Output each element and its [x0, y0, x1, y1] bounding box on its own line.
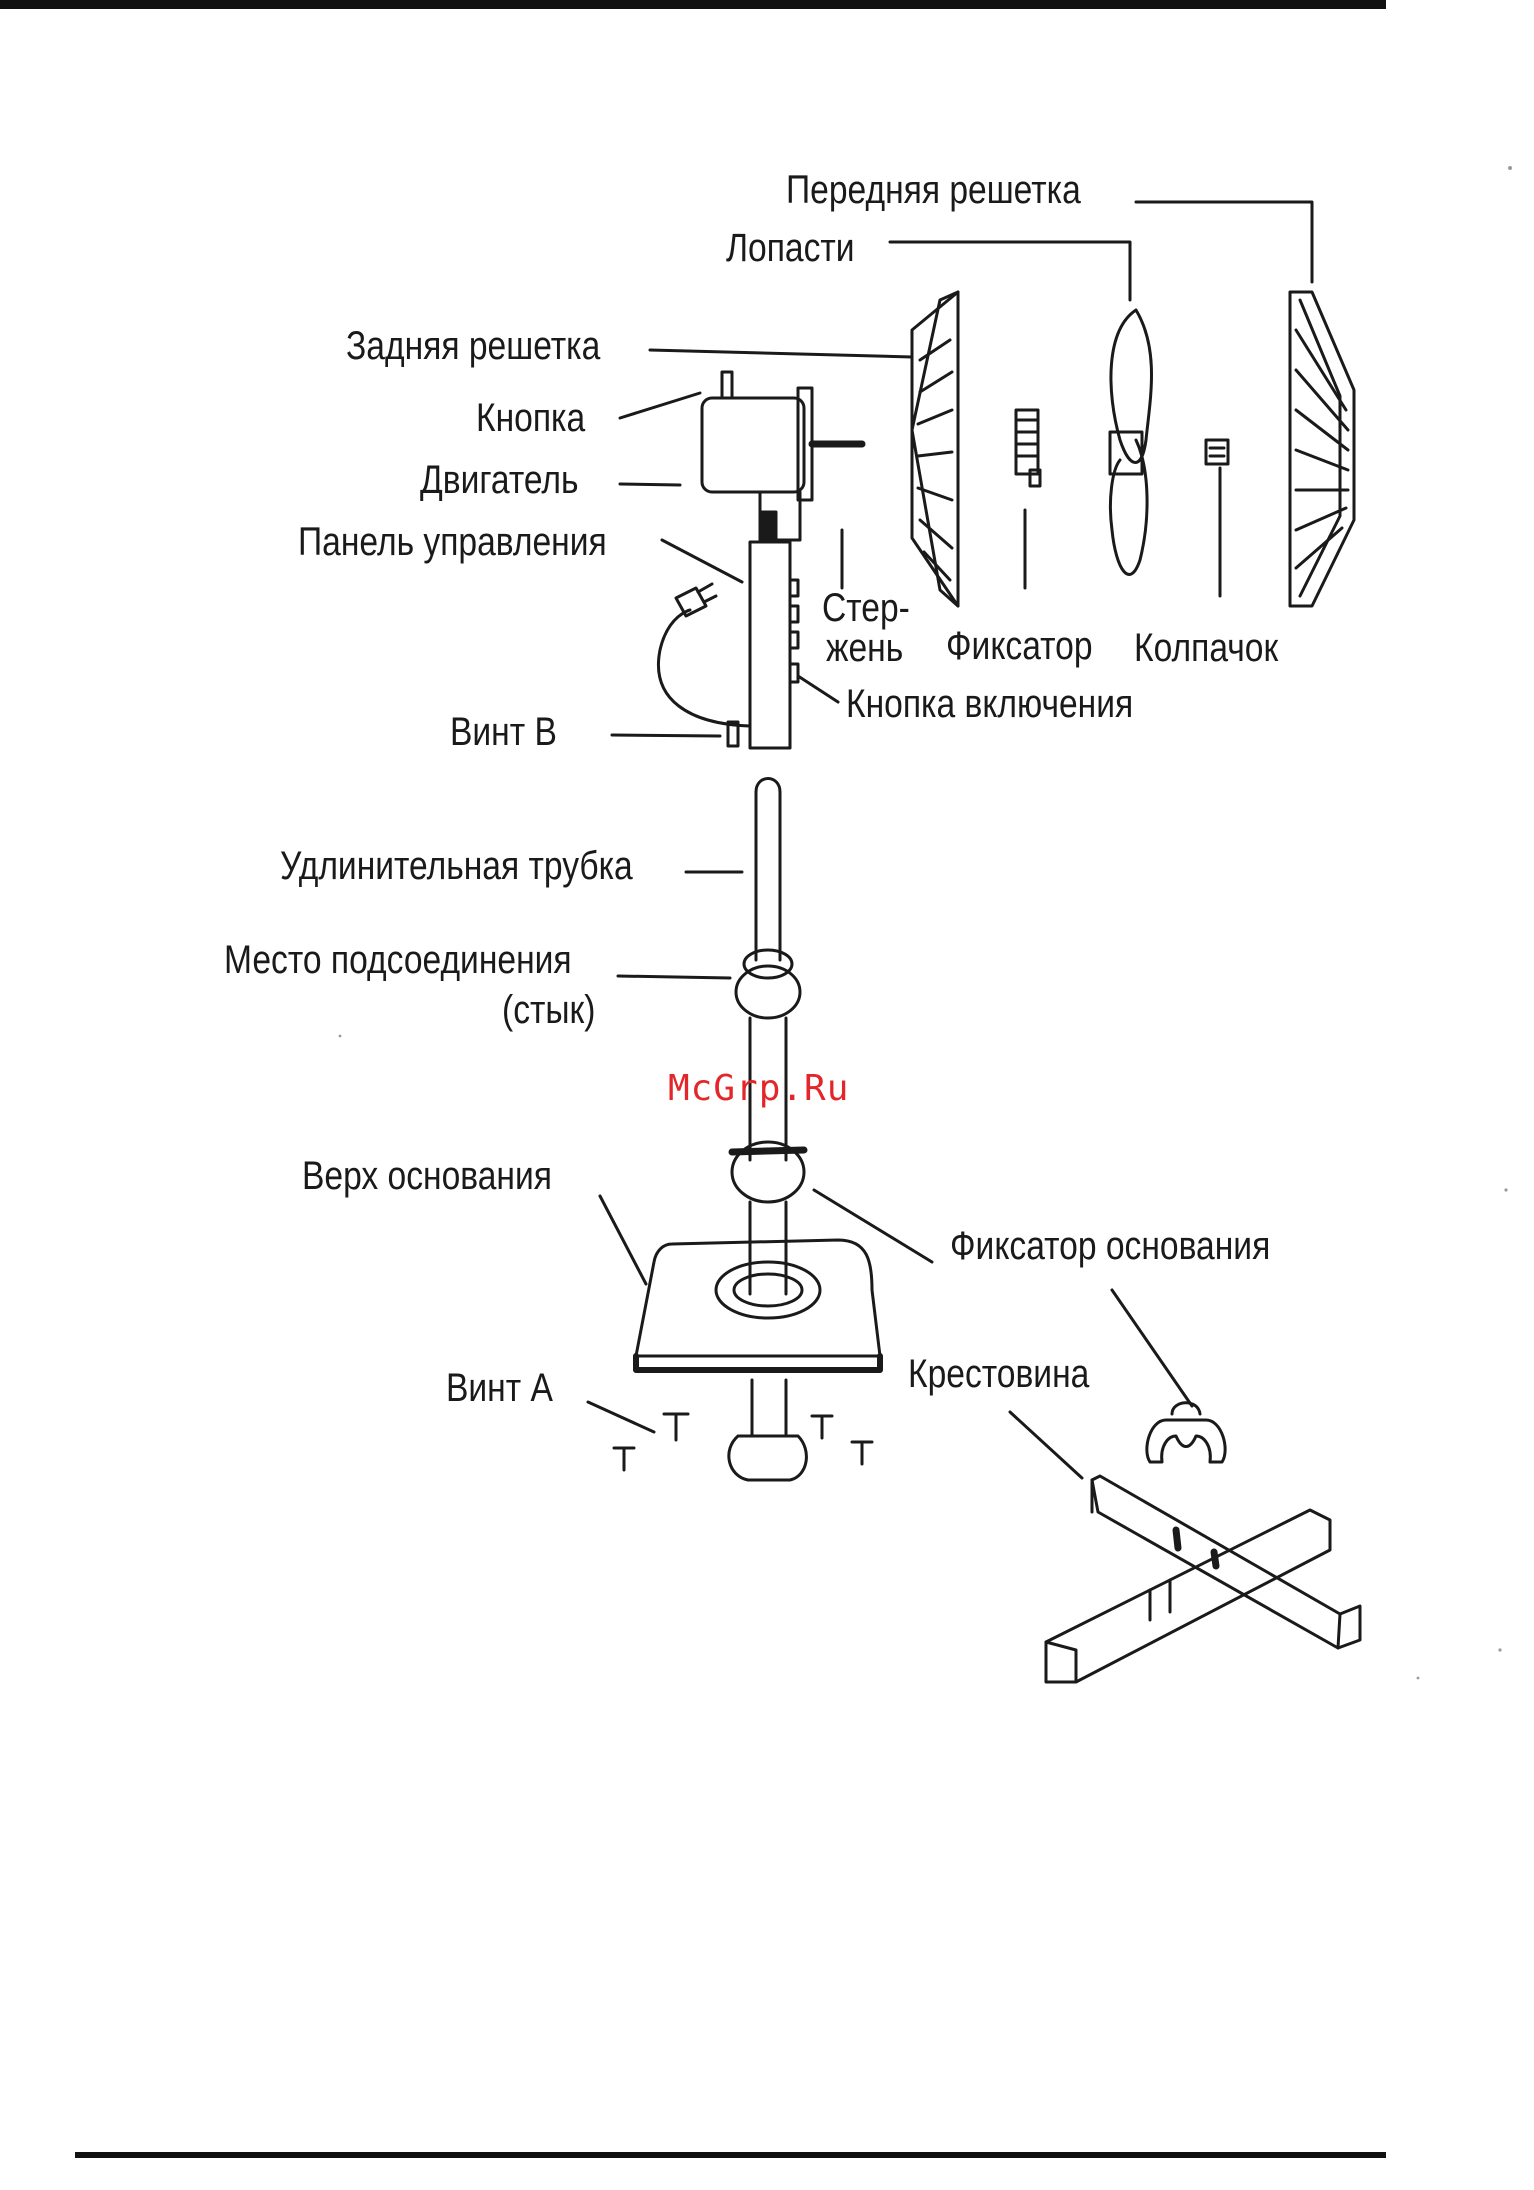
leader-blades — [890, 242, 1130, 300]
spinner-lock-drawing — [1016, 410, 1040, 486]
label-screw-a: Винт А — [446, 1364, 553, 1412]
motor-assembly — [658, 372, 862, 748]
watermark: McGrp.Ru — [668, 1068, 849, 1109]
label-rear-grille: Задняя решетка — [346, 322, 600, 370]
label-front-grille: Передняя решетка — [786, 166, 1081, 214]
leader-front-grille — [1136, 202, 1312, 282]
leader-joint — [618, 976, 730, 978]
leader-lines — [588, 202, 1312, 1478]
label-motor: Двигатель — [420, 456, 579, 504]
leader-screw-b — [612, 735, 720, 736]
label-blades: Лопасти — [726, 224, 855, 272]
leader-control-panel — [662, 540, 742, 582]
label-shaft-line2: жень — [826, 624, 903, 672]
leader-power-button — [798, 676, 838, 702]
leader-rear-grille — [650, 350, 912, 357]
label-lock: Фиксатор — [946, 622, 1093, 670]
cross-base-drawing — [1046, 1476, 1360, 1682]
leader-cross-base — [1010, 1412, 1082, 1478]
label-control-panel: Панель управления — [298, 518, 607, 566]
rear-grille-drawing — [912, 292, 958, 606]
leader-screw-a — [588, 1402, 654, 1432]
label-button: Кнопка — [476, 394, 585, 442]
front-grille-drawing — [1290, 292, 1354, 606]
label-power-button: Кнопка включения — [846, 680, 1133, 728]
leader-base-top — [600, 1196, 646, 1284]
label-screw-b: Винт В — [450, 708, 557, 756]
label-cross-base: Крестовина — [908, 1350, 1089, 1398]
cap-drawing — [1206, 440, 1228, 464]
label-base-lock: Фиксатор основания — [950, 1222, 1270, 1270]
leader-base-lock-2 — [1112, 1290, 1192, 1406]
base-lock-drawing — [1147, 1403, 1225, 1462]
leader-motor — [620, 484, 680, 485]
label-extension-tube: Удлинительная трубка — [280, 842, 633, 890]
label-cap: Колпачок — [1134, 624, 1278, 672]
label-base-top: Верх основания — [302, 1152, 552, 1200]
blades-drawing — [1110, 310, 1152, 574]
leader-button — [620, 393, 700, 418]
label-joint-line2: (стык) — [502, 986, 595, 1034]
base-top-drawing — [636, 1240, 880, 1480]
extension-tube-drawing — [732, 779, 804, 1295]
leader-base-lock — [814, 1190, 932, 1262]
screws-a-drawing — [614, 1414, 872, 1470]
label-joint-line1: Место подсоединения — [224, 936, 572, 984]
